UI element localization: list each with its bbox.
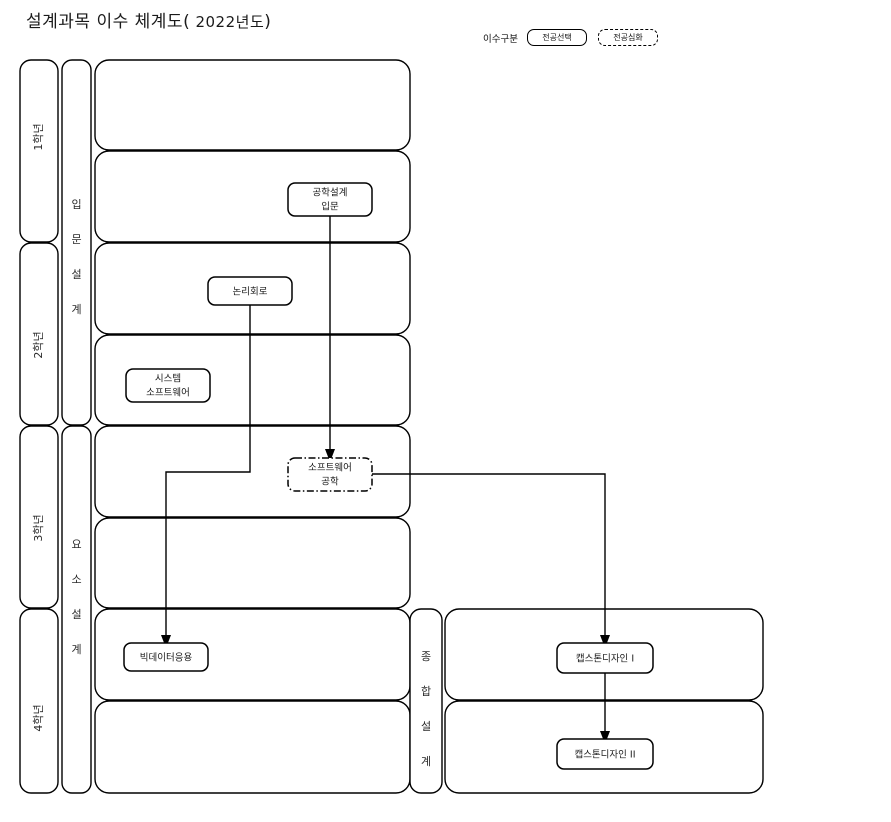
year-label-2-group: 2학년 [32, 331, 45, 358]
year-panel-4 [19, 608, 59, 794]
year-label-4-group: 4학년 [32, 704, 45, 731]
course-node-system-software[interactable]: 시스템 소프트웨어 [125, 368, 211, 403]
stage-label-intro-char-3: 계 [71, 303, 81, 316]
stage-label-intro-char-0: 입 [71, 198, 81, 211]
course-label-system-software-line-0: 시스템 [155, 373, 181, 385]
arrowhead-software-engineering [325, 449, 335, 462]
semester-row-3-2 [94, 517, 411, 609]
course-label-bigdata-application: 빅데이터응용 [140, 653, 193, 664]
year-label-3-group: 3학년 [32, 514, 45, 541]
course-node-eng-design-intro[interactable]: 공학설계 입문 [287, 182, 373, 217]
year-label-1: 1학년 [32, 123, 45, 150]
year-label-2: 2학년 [32, 331, 45, 358]
stage-label-intro-char-1: 문 [71, 233, 81, 246]
year-panel-3 [19, 425, 59, 609]
year-label-1-group: 1학년 [32, 123, 45, 150]
course-node-logic-circuit[interactable]: 논리회로 [207, 276, 293, 306]
semester-row-4-2 [94, 700, 411, 794]
course-box-eng-design-intro[interactable] [287, 182, 373, 217]
course-label-system-software-line-1: 소프트웨어 [146, 387, 190, 399]
course-node-software-engineering[interactable]: 소프트웨어 공학 [287, 457, 373, 492]
course-box-logic-circuit[interactable] [207, 276, 293, 306]
course-label-software-engineering-line-0: 소프트웨어 [308, 462, 352, 474]
legend: 이수구분 전공선택 전공심화 [483, 29, 658, 46]
semester-row-1-1 [94, 59, 411, 151]
stage-panel-element-design [61, 425, 92, 794]
course-label-eng-design-intro-line-0: 공학설계 [313, 187, 348, 199]
year-panel-1 [19, 59, 59, 243]
connector-logic-circuit-to-bigdata [165, 305, 251, 638]
stage-panel-comprehensive-design [409, 608, 443, 794]
legend-chip-major-elective: 전공선택 [526, 29, 587, 46]
semester-row-3-1 [94, 425, 411, 518]
course-box-bigdata-application[interactable] [123, 642, 209, 672]
stage-column: 입 문 설 계 요 소 설 계 [61, 59, 92, 794]
capstone-stage-char-3: 계 [421, 755, 431, 768]
course-node-capstone-design-2[interactable]: 캡스톤디자인 II [556, 738, 654, 770]
stage-label-intro-char-2: 설 [71, 268, 81, 281]
year-label-4: 4학년 [32, 704, 45, 731]
arrowhead-capstone-design-1 [600, 635, 610, 648]
year-column: 1학년 2학년 3학년 4학년 [19, 59, 59, 794]
stage-label-element-char-1: 소 [71, 573, 81, 586]
course-label-capstone-design-2: 캡스톤디자인 II [574, 749, 635, 761]
page-title-close: ) [264, 12, 272, 32]
course-label-software-engineering-line-1: 공학 [321, 477, 339, 488]
course-node-bigdata-application[interactable]: 빅데이터응용 [123, 642, 209, 672]
course-node-capstone-design-1[interactable]: 캡스톤디자인 I [556, 642, 654, 674]
legend-label: 이수구분 [483, 33, 518, 45]
legend-chip-major-advanced: 전공심화 [597, 29, 658, 46]
year-panel-2 [19, 242, 59, 426]
stage-label-element-char-2: 설 [71, 608, 81, 621]
stage-label-element-char-0: 요 [71, 538, 81, 551]
course-label-eng-design-intro-line-1: 입문 [321, 201, 339, 213]
connectors [161, 216, 610, 744]
course-label-logic-circuit: 논리회로 [233, 287, 268, 298]
course-box-software-engineering[interactable] [287, 457, 373, 492]
course-box-system-software[interactable] [125, 368, 211, 403]
capstone-stage-char-1: 합 [421, 685, 431, 698]
page-title: 설계과목 이수 체계도( 2022년도) [26, 7, 271, 32]
stage-label-element-char-3: 계 [71, 643, 81, 656]
capstone-stage-char-0: 종 [421, 650, 431, 663]
arrowhead-bigdata-application [161, 635, 171, 648]
capstone-stage-char-2: 설 [421, 720, 431, 733]
connector-software-engineering-to-capstone-1 [372, 473, 606, 638]
course-box-capstone-design-1[interactable] [556, 642, 654, 674]
course-box-capstone-design-2[interactable] [556, 738, 654, 770]
semester-rows-main [94, 59, 411, 794]
year-label-3: 3학년 [32, 514, 45, 541]
page-title-year: 2022년도 [190, 13, 265, 31]
semester-row-1-2 [94, 150, 411, 243]
stage-panel-intro-design [61, 59, 92, 426]
arrowhead-capstone-design-2 [600, 731, 610, 744]
capstone-stage-column: 종 합 설 계 [409, 608, 443, 794]
page-title-text: 설계과목 이수 체계도( [26, 12, 191, 32]
course-label-capstone-design-1: 캡스톤디자인 I [576, 653, 634, 665]
